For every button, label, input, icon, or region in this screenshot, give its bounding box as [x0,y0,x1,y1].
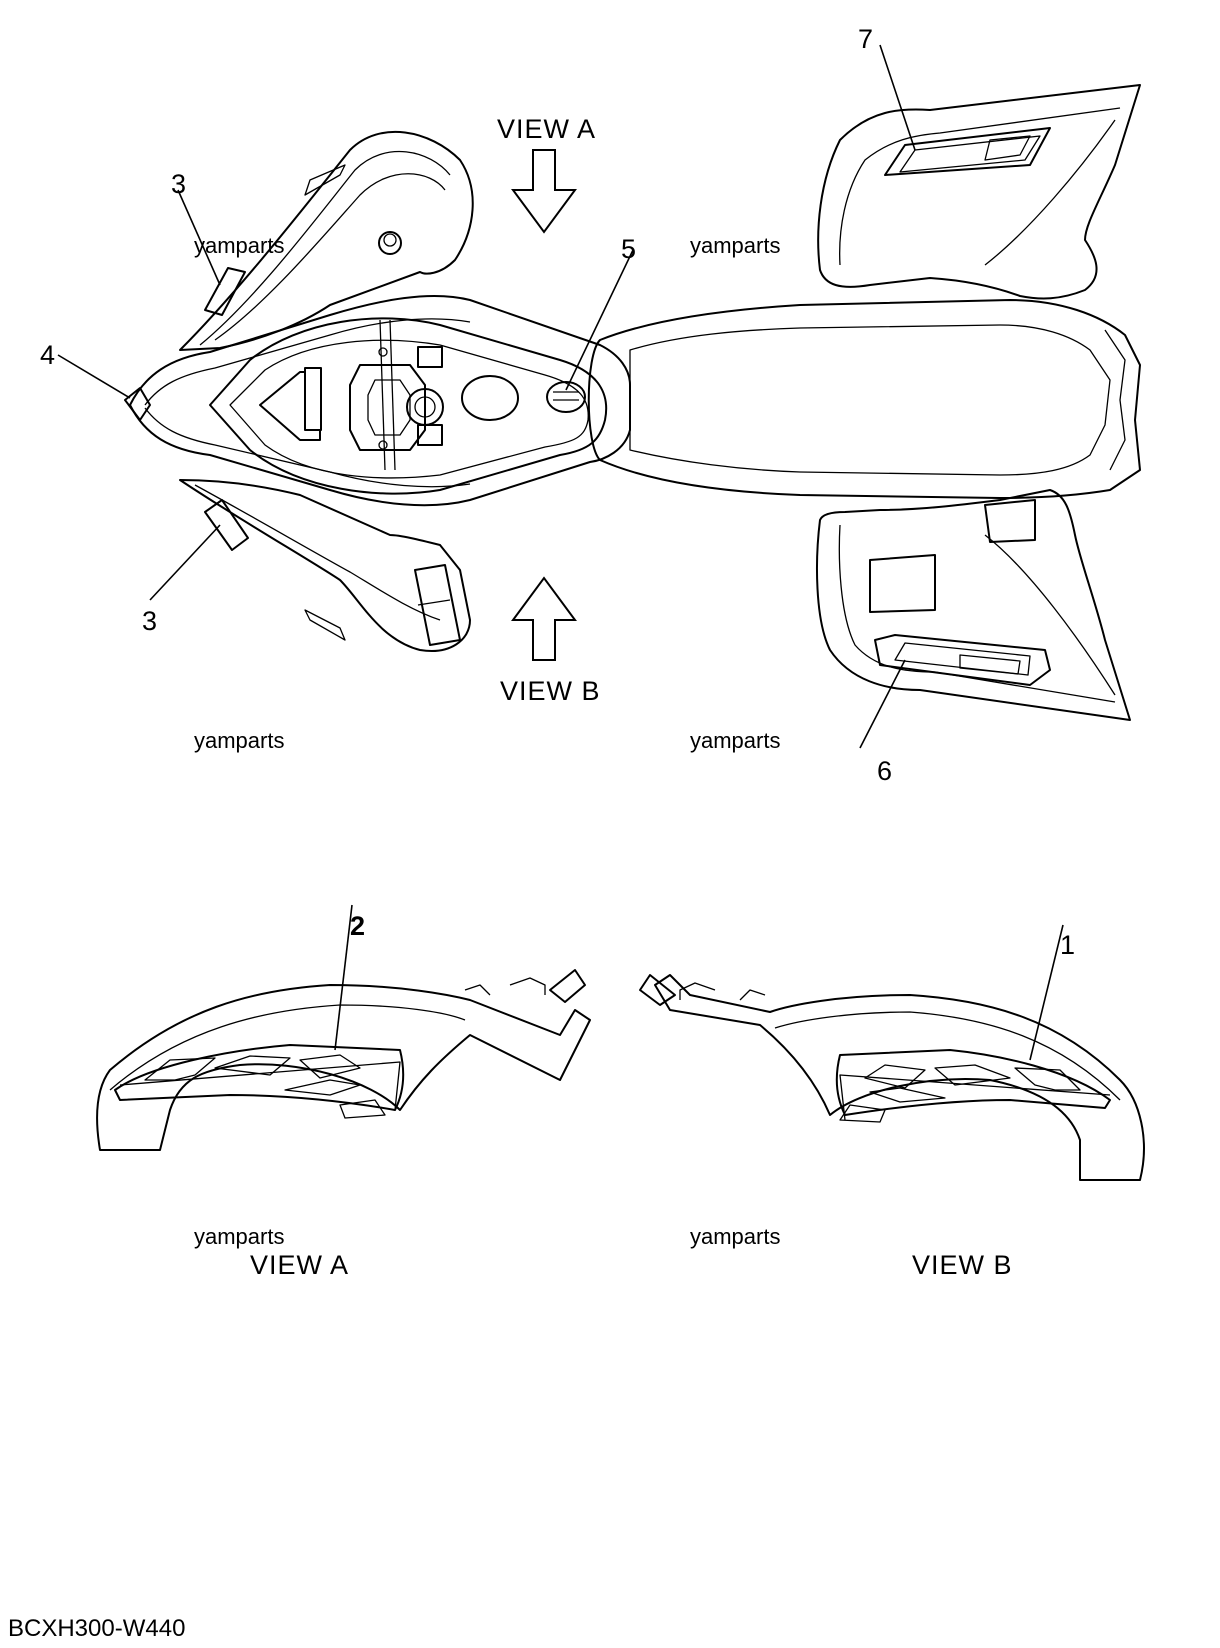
diagram-code: BCXH300-W440 [8,1615,186,1642]
view-a-arrow-icon [511,149,577,234]
view-a-side-fender [96,969,591,1151]
view-b-side-fender [639,974,1145,1181]
view-b-bottom-label: VIEW B [912,1250,1013,1280]
callout-3-bottom: 3 [142,606,158,636]
rear-fender-top-view [816,84,1141,721]
callout-6: 6 [877,756,893,786]
watermark: yamparts [690,728,781,753]
view-b-arrow-icon [511,576,577,661]
callout-2: 2 [350,911,366,941]
callout-4: 4 [40,340,56,370]
watermark: yamparts [194,233,285,258]
watermark: yamparts [194,1224,285,1249]
watermark: yamparts [690,1224,781,1249]
callout-1: 1 [1060,930,1076,960]
view-a-bottom-label: VIEW A [250,1250,350,1280]
seat-top-view [587,299,1141,499]
view-a-top-label: VIEW A [497,114,597,144]
callout-7: 7 [858,24,874,54]
watermark: yamparts [194,728,285,753]
callout-3-top: 3 [171,169,187,199]
watermark: yamparts [690,233,781,258]
callout-5: 5 [621,234,637,264]
front-fender-top-view [124,130,631,652]
view-b-top-label: VIEW B [500,676,601,706]
leader-lines [57,44,1064,1061]
